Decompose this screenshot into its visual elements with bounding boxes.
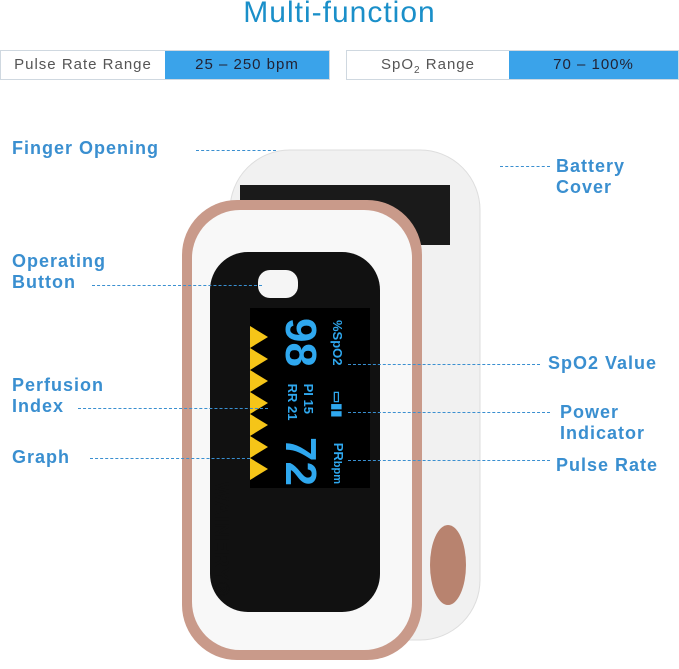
pr-reading: 72 — [276, 437, 326, 486]
oled-display: %SpO2 ▭▮▮ PRbpm 98 PI 15 RR 21 72 — [272, 318, 347, 486]
range-label: SpO2 Range — [347, 51, 510, 79]
operating-button[interactable] — [258, 270, 298, 298]
pr-label: PRbpm — [331, 442, 346, 484]
rr-reading: RR 21 — [285, 383, 301, 421]
oximeter-device — [182, 149, 481, 660]
graph-waveform — [250, 326, 268, 480]
leader-line — [348, 364, 540, 365]
leader-line — [500, 166, 550, 167]
leader-line — [78, 408, 268, 409]
leader-line — [348, 460, 550, 461]
pulse-rate-range: Pulse Rate Range 25 – 250 bpm — [0, 50, 330, 80]
page-title: Multi-function — [243, 0, 436, 29]
leader-line — [196, 150, 276, 151]
spo2-unit: %SpO2 — [330, 320, 345, 366]
spo2-reading: 98 — [276, 318, 326, 367]
spo2-range: SpO2 Range 70 – 100% — [346, 50, 679, 80]
leader-line — [90, 458, 250, 459]
brand-logo: WAINERY® — [210, 482, 232, 598]
label-spo2-value: SpO2 Value — [548, 353, 658, 373]
range-label: Pulse Rate Range — [1, 51, 165, 79]
label-pulse-rate: Pulse Rate — [556, 455, 659, 475]
range-value: 25 – 250 bpm — [165, 51, 329, 79]
range-value: 70 – 100% — [509, 51, 678, 79]
battery-icon: ▭▮▮ — [330, 390, 345, 418]
leader-line — [348, 412, 550, 413]
label-graph: Graph — [12, 447, 71, 467]
pi-reading: PI 15 — [301, 383, 317, 414]
leader-line — [92, 285, 262, 286]
label-finger-opening: Finger Opening — [12, 138, 159, 158]
